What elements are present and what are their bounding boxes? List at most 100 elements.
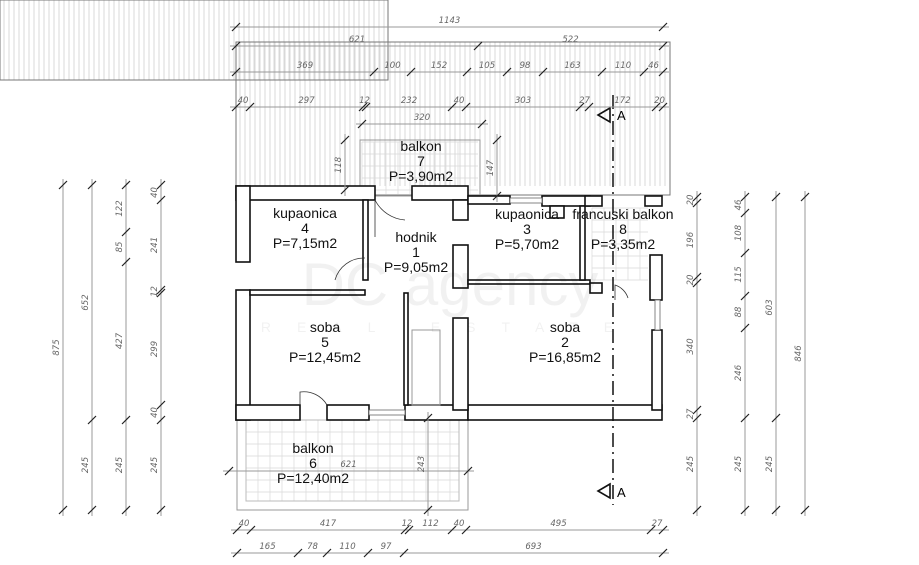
dimension-label: 12 — [150, 286, 160, 297]
wall — [452, 199, 469, 221]
wardrobe — [411, 329, 441, 406]
dimension-label: 522 — [562, 35, 578, 45]
dimension-tick — [771, 413, 781, 423]
dimension-tick — [406, 67, 416, 77]
dimension-tick — [156, 400, 166, 410]
room-area: P=3,90m2 — [389, 168, 453, 184]
wall — [452, 317, 469, 411]
dimension-label: 245 — [81, 457, 91, 473]
dimension-tick — [492, 191, 502, 201]
dimension-tick — [658, 22, 668, 32]
dimension-tick — [692, 192, 702, 202]
room-number: 7 — [417, 153, 425, 169]
wall — [467, 195, 511, 205]
dimension-label: 196 — [686, 231, 696, 248]
dimension-label: 245 — [115, 457, 125, 473]
wall — [589, 282, 603, 294]
room-area: P=12,40m2 — [277, 470, 349, 486]
dimension-label: 165 — [259, 542, 275, 552]
room-area: P=12,45m2 — [289, 349, 361, 365]
wall — [584, 195, 603, 207]
room-area: P=3,35m2 — [591, 236, 655, 252]
dimension-tick — [692, 405, 702, 415]
window — [654, 299, 661, 331]
wall — [467, 404, 663, 421]
dimension-label: 122 — [115, 200, 125, 216]
wall — [651, 329, 663, 411]
wall — [403, 292, 409, 406]
room-name: kupaonica — [273, 205, 337, 221]
dimension-label: 12 — [359, 96, 370, 106]
roof-outline-left — [0, 0, 389, 81]
dimension-label: 1143 — [439, 16, 461, 26]
room-name: balkon — [292, 440, 333, 456]
dimension-label: 40 — [239, 519, 250, 529]
dimension-label: 110 — [339, 542, 355, 552]
dimension-tick — [322, 548, 332, 558]
dimension-label: 98 — [520, 61, 531, 71]
room-number: 2 — [561, 334, 569, 350]
dimension-label: 147 — [486, 159, 496, 176]
dimension-tick — [740, 291, 750, 301]
dimension-label: 621 — [349, 35, 365, 45]
dimension-label: 108 — [734, 224, 744, 241]
wall — [411, 185, 469, 201]
dimension-label: 112 — [422, 519, 438, 529]
roof-hatching — [3, 0, 666, 186]
section-marker-bottom: A — [617, 485, 626, 500]
dimension-label: 78 — [307, 542, 318, 552]
dimension-tick — [658, 67, 668, 77]
room-number: 8 — [619, 221, 627, 237]
dimension-tick — [447, 102, 457, 112]
wall — [362, 199, 369, 281]
dimension-label: 152 — [431, 61, 447, 71]
dimension-tick — [646, 525, 656, 535]
dimension-tick — [121, 415, 131, 425]
wall — [541, 195, 591, 207]
dimension-label: 297 — [298, 96, 315, 106]
dimension-label: 246 — [734, 364, 744, 381]
dimension-label: 241 — [150, 237, 160, 253]
dimension-label: 40 — [238, 96, 249, 106]
dimension-tick — [575, 102, 585, 112]
wall — [649, 254, 663, 301]
dimension-tick — [231, 67, 241, 77]
dimension-label: 299 — [150, 341, 160, 357]
dimension-label: 172 — [614, 96, 630, 106]
dimension-tick — [461, 102, 471, 112]
dimension-tick — [597, 67, 607, 77]
dimension-tick — [156, 195, 166, 205]
dimension-tick — [692, 278, 702, 288]
dimension-label: 40 — [150, 407, 160, 418]
dimension-label: 118 — [334, 156, 344, 173]
dimension-tick — [232, 525, 242, 535]
dimension-tick — [477, 119, 487, 129]
door-swing — [334, 257, 366, 281]
room-number: 5 — [321, 334, 329, 350]
dimension-label: 846 — [794, 345, 804, 362]
dimension-tick — [584, 102, 594, 112]
wall — [326, 404, 370, 421]
wall — [644, 195, 663, 207]
dimension-tick — [658, 548, 668, 558]
dimension-tick — [224, 466, 234, 476]
dimension-tick — [502, 67, 512, 77]
dimension-label: 243 — [417, 456, 427, 472]
wall — [235, 185, 251, 263]
dimension-tick — [740, 505, 750, 515]
dimension-tick — [461, 525, 471, 535]
dimension-tick — [358, 102, 368, 112]
dimension-label: 97 — [381, 542, 392, 552]
dimension-tick — [156, 285, 166, 295]
dimension-tick — [231, 22, 241, 32]
dimension-label: 40 — [454, 519, 465, 529]
section-marker-bottom-arrow-icon — [596, 482, 611, 500]
dimension-tick — [473, 41, 483, 51]
dimension-tick — [740, 323, 750, 333]
